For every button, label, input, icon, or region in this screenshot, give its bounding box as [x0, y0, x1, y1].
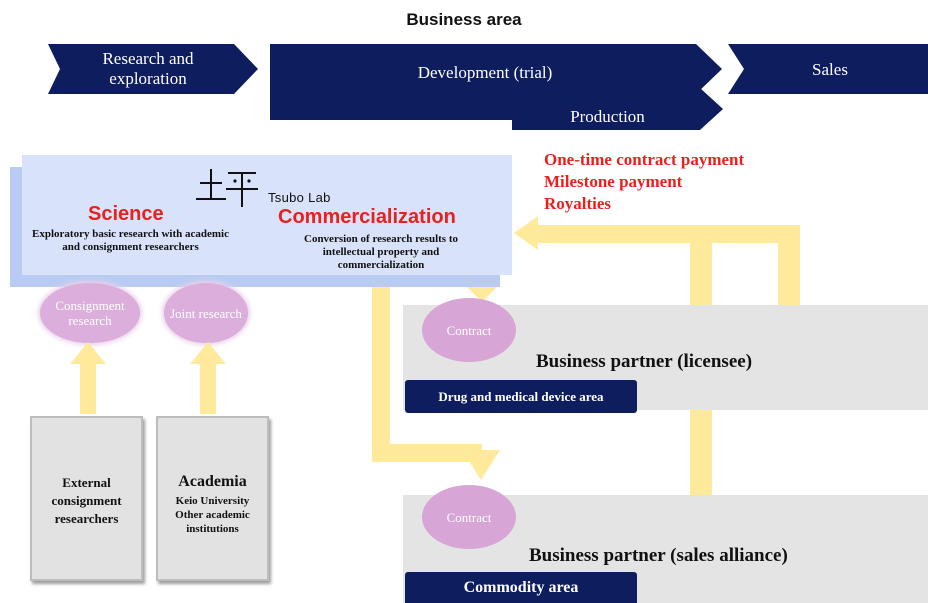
development-arrow: [270, 44, 722, 94]
academia-up-arrow: [190, 342, 226, 414]
development-lower-body: [270, 94, 512, 120]
commodity-area-tag: Commodity area: [405, 572, 637, 603]
production-arrow: [512, 88, 723, 130]
payment-royalties: Royalties: [544, 194, 612, 213]
external-up-arrow: [70, 342, 106, 414]
phase-sales-label: Sales: [812, 60, 848, 79]
flow-down-bar: [372, 270, 390, 460]
academia-keio: Keio University: [175, 495, 250, 507]
academia-other: Other academic institutions: [175, 509, 250, 535]
flow-down-arrowhead: [462, 450, 500, 480]
flow-right-bar: [372, 444, 482, 462]
commercialization-to-contract-arrow: [464, 272, 500, 302]
science-title: Science: [88, 203, 164, 225]
payment-one-time: One-time contract payment: [544, 150, 745, 169]
science-description: Exploratory basic research with academic…: [32, 228, 229, 253]
consignment-research-oval: Consignment research: [40, 283, 140, 343]
external-researchers-label: External consignment researchers: [51, 475, 122, 526]
sales-partner-title: Business partner (sales alliance): [529, 545, 788, 566]
royalty-bar-left: [690, 225, 712, 305]
royalty-arrowhead: [514, 216, 538, 250]
phase-research-label: Research and exploration: [102, 49, 194, 88]
royalty-bar-top: [536, 225, 800, 243]
commercialization-title: Commercialization: [278, 206, 456, 228]
royalty-bar-sales: [690, 410, 712, 500]
tsubo-lab-logo-icon: [196, 169, 258, 207]
phase-production-label: Production: [570, 107, 645, 126]
academia-title: Academia: [178, 473, 247, 490]
sales-arrow: [728, 44, 928, 94]
licensee-partner-title: Business partner (licensee): [536, 351, 753, 372]
tsubo-lab-logo-text: Tsubo Lab: [268, 190, 331, 205]
research-arrow: [48, 44, 258, 94]
contract-sales-oval: Contract: [422, 485, 516, 549]
phase-arrows: [48, 44, 928, 130]
external-researchers-box: [30, 416, 143, 581]
drug-medical-area-tag: Drug and medical device area: [405, 380, 637, 413]
academia-box: [156, 416, 269, 581]
contract-licensee-oval: Contract: [422, 298, 516, 362]
commercialization-description: Conversion of research results to intell…: [304, 233, 458, 271]
business-area-title: Business area: [406, 10, 522, 29]
royalty-bar-right: [778, 225, 800, 305]
joint-research-oval: Joint research: [164, 283, 248, 343]
tsubo-lab-box: [22, 155, 512, 275]
phase-development-label: Development (trial): [417, 63, 553, 82]
payment-milestone: Milestone payment: [544, 172, 683, 191]
